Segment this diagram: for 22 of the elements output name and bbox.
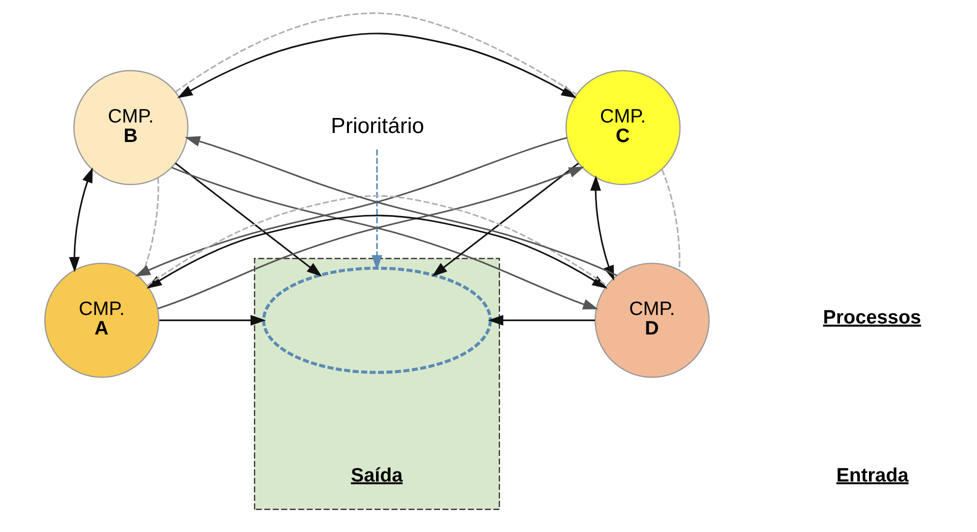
connector <box>146 195 608 286</box>
arrow <box>184 136 618 276</box>
connector <box>661 169 680 270</box>
connector <box>140 178 160 279</box>
arrow <box>488 314 595 326</box>
node-ellipse <box>262 266 492 374</box>
arrow <box>159 314 266 326</box>
arrow <box>146 214 608 289</box>
node-circle: CMP. C <box>565 70 681 186</box>
arrow <box>69 167 93 272</box>
node-circle: CMP. A <box>44 262 160 378</box>
label: Entrada <box>836 464 909 486</box>
arrow <box>372 150 382 270</box>
arrow <box>177 32 577 98</box>
label: Processos <box>823 306 922 329</box>
arrow <box>134 136 568 276</box>
node-text: Prioritário <box>330 112 424 138</box>
cluster <box>254 258 500 510</box>
connector <box>175 12 577 95</box>
label: Saída <box>350 464 403 486</box>
arrow <box>432 162 579 277</box>
arrow <box>174 162 322 277</box>
